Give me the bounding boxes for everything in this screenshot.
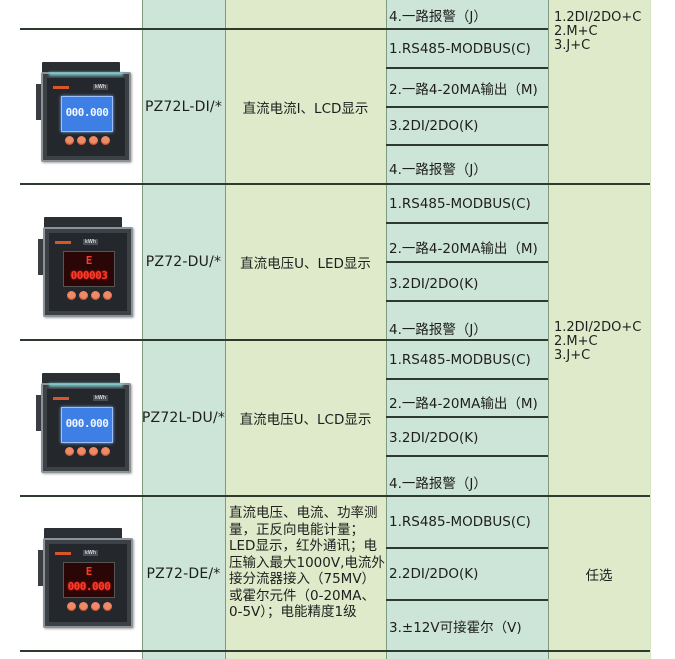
function-cell: 直流电压U、LED显示 <box>240 256 371 272</box>
option-divider <box>386 261 548 263</box>
option-divider <box>386 28 548 30</box>
option-divider <box>386 599 548 601</box>
option-divider <box>386 455 548 457</box>
option-divider <box>386 144 548 146</box>
row-divider <box>20 28 386 30</box>
meter-display-top: E <box>85 254 93 267</box>
meter-display-value: 000.000 <box>65 417 109 430</box>
column-divider <box>650 0 651 659</box>
product-image-meter-led: kWh E 000003 <box>38 217 133 317</box>
option-divider <box>386 339 548 341</box>
option-cell: 4.一路报警（J） <box>389 476 487 492</box>
column-divider <box>142 0 143 659</box>
combo-column-bg <box>548 0 650 659</box>
model-cell: PZ72-DE/* <box>146 565 221 582</box>
options-column-bg <box>386 0 548 659</box>
function-cell: 直流电流I、LCD显示 <box>242 100 369 117</box>
option-cell: 2.一路4-20MA输出（M) <box>389 240 538 257</box>
function-cell: 直流电压、电流、功率测量，正反向电能计量；LED显示，红外通讯；电压输入最大10… <box>229 505 385 620</box>
model-column-bg <box>142 0 225 659</box>
product-image-meter-led: kWh E 000.000 <box>38 528 133 628</box>
option-cell: 2.2DI/2DO(K) <box>389 566 479 582</box>
function-column-bg <box>225 0 386 659</box>
column-divider <box>386 0 387 659</box>
model-cell: PZ72L-DU/* <box>141 410 226 426</box>
option-cell: 3.2DI/2DO(K) <box>389 276 479 292</box>
option-divider <box>386 378 548 380</box>
option-cell: 3.2DI/2DO(K) <box>389 430 479 446</box>
option-divider <box>386 416 548 418</box>
row-divider <box>20 650 650 652</box>
row-divider <box>20 183 650 185</box>
option-cell: 2.一路4-20MA输出（M) <box>389 81 538 98</box>
option-cell: 1.RS485-MODBUS(C) <box>389 351 531 368</box>
option-cell: 3.2DI/2DO(K) <box>389 118 479 134</box>
option-cell: 1.RS485-MODBUS(C) <box>389 40 531 57</box>
column-divider <box>225 0 226 659</box>
option-cell: 3.±12V可接霍尔（V) <box>389 619 522 636</box>
model-cell: PZ72L-DI/* <box>144 98 223 115</box>
meter-display-value: 000003 <box>70 269 108 282</box>
option-cell: 4.一路报警（J） <box>389 322 487 338</box>
meter-display-top: E <box>85 565 93 578</box>
product-image-meter-lcd: kWh 000.000 <box>36 62 131 162</box>
option-divider <box>386 300 548 302</box>
function-cell: 直流电压U、LCD显示 <box>239 412 372 428</box>
combo-cell: 1.2DI/2DO+C 2.M+C 3.J+C <box>554 320 642 363</box>
option-divider <box>386 547 548 549</box>
row-divider <box>20 339 386 341</box>
meter-display-value: 000.000 <box>65 106 109 119</box>
option-divider <box>386 106 548 108</box>
combo-cell: 任选 <box>585 567 613 584</box>
model-cell: PZ72-DU/* <box>145 254 222 270</box>
option-cell: 1.RS485-MODBUS(C) <box>389 195 531 212</box>
option-cell: 4.一路报警（J） <box>389 9 487 25</box>
meter-display-value: 000.000 <box>67 580 111 593</box>
column-divider <box>548 0 549 659</box>
option-divider <box>386 67 548 69</box>
option-cell: 4.一路报警（J） <box>389 162 487 178</box>
option-cell: 1.RS485-MODBUS(C) <box>389 514 531 530</box>
product-image-meter-lcd: kWh 000.000 <box>36 373 131 473</box>
option-cell: 2.一路4-20MA输出（M) <box>389 395 538 412</box>
combo-cell: 1.2DI/2DO+C 2.M+C 3.J+C <box>554 10 642 53</box>
row-divider <box>20 495 650 497</box>
option-divider <box>386 222 548 224</box>
